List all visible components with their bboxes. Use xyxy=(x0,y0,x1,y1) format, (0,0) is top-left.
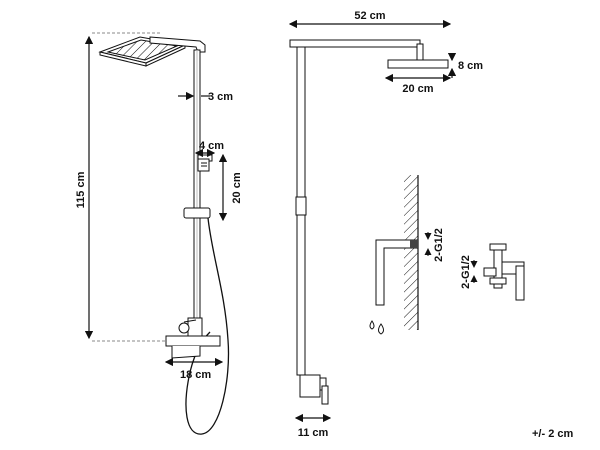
head-height-label: 8 cm xyxy=(458,60,483,72)
hand-shower-height-label: 20 cm xyxy=(231,172,243,203)
hand-shower-height-dimension: 20 cm xyxy=(218,153,243,222)
side-top-arm xyxy=(289,39,421,48)
bar-width-dimension: 3 cm xyxy=(178,91,233,103)
wall-hatch xyxy=(404,175,418,330)
shower-arm xyxy=(149,36,206,53)
arm-length-label: 52 cm xyxy=(354,10,385,22)
bar-width-label: 3 cm xyxy=(208,91,233,103)
arm-length-dimension: 52 cm xyxy=(288,10,452,29)
slider-bracket xyxy=(183,207,211,219)
connection-1-label: 2-G1/2 xyxy=(433,228,445,262)
connection-2-label: 2-G1/2 xyxy=(460,255,472,289)
hand-shower-width-dimension: 4 cm xyxy=(194,140,224,158)
side-elevation xyxy=(289,39,449,405)
head-width-label: 20 cm xyxy=(402,83,433,95)
total-height-label: 115 cm xyxy=(75,171,87,208)
perspective-view xyxy=(92,32,230,435)
wall-connection-detail: 2-G1/2 2-G1/2 xyxy=(369,175,525,335)
total-height-dimension: 115 cm xyxy=(75,35,94,340)
head-height-dimension: 8 cm xyxy=(447,52,483,78)
tolerance-label: +/- 2 cm xyxy=(532,428,573,440)
mixer-depth-dimension: 11 cm xyxy=(294,413,332,439)
mixer-valve xyxy=(165,317,221,359)
side-shower-head xyxy=(387,59,449,69)
mixer-depth-label: 11 cm xyxy=(298,427,329,439)
head-width-dimension: 20 cm xyxy=(384,73,452,95)
mixer-width-dimension: 18 cm xyxy=(164,357,224,381)
hand-shower xyxy=(197,154,213,172)
water-drop-icon xyxy=(369,320,384,335)
side-riser xyxy=(296,46,306,198)
hand-shower-width-label: 4 cm xyxy=(199,140,224,152)
mixer-width-label: 18 cm xyxy=(180,369,211,381)
side-mixer xyxy=(299,374,321,398)
mixer-detail xyxy=(483,243,525,301)
